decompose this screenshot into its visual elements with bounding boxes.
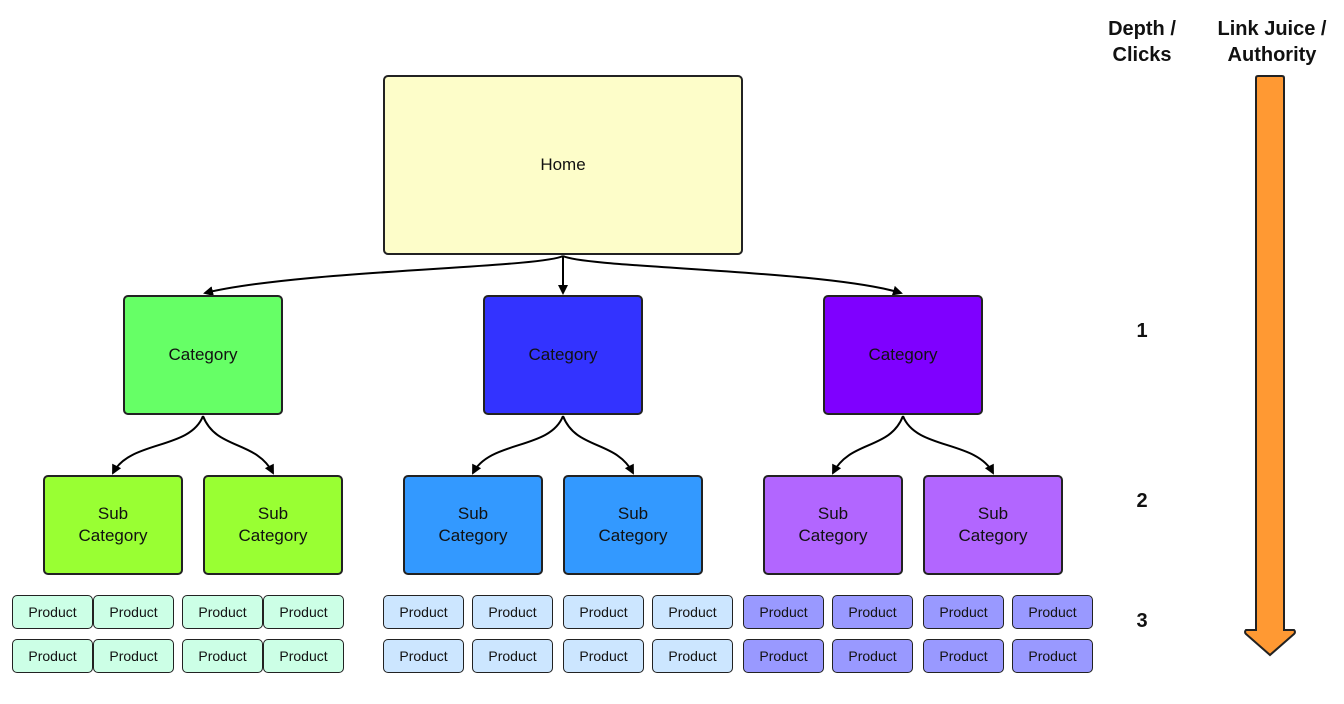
product-node: Product [472,595,553,629]
subcategory-label-line2: Category [798,526,868,545]
subcategory-label-line1: Sub [977,504,1009,523]
product-node: Product [923,639,1004,673]
product-node: Product [263,595,344,629]
juice-header-line1: Link Juice / [1217,18,1327,40]
product-node: Product [12,639,93,673]
depth-clicks-header: Depth / Clicks [1092,16,1192,68]
product-node: Product [383,639,464,673]
product-node: Product [743,639,824,673]
category-node: Category [123,295,283,415]
product-label: Product [198,648,247,664]
product-node: Product [182,639,263,673]
product-label: Product [579,604,628,620]
product-label: Product [28,604,77,620]
edge-home-category-3 [562,255,903,296]
product-label: Product [939,648,988,664]
product-node: Product [383,595,464,629]
edge-cat2-sub2 [562,415,634,475]
product-label: Product [399,648,448,664]
subcategory-label-line2: Category [438,526,508,545]
edge-cat1-sub1 [112,415,204,475]
edge-cat3-sub1 [832,415,904,475]
category-node: Category [823,295,983,415]
category-node: Category [483,295,643,415]
product-label: Product [1028,604,1077,620]
juice-header-line2: Authority [1227,44,1317,66]
product-node: Product [832,595,913,629]
product-label: Product [399,604,448,620]
link-juice-header: Link Juice / Authority [1206,16,1338,68]
product-node: Product [1012,595,1093,629]
category-label: Category [528,345,598,364]
product-node: Product [743,595,824,629]
product-label: Product [279,604,328,620]
product-label: Product [668,648,717,664]
product-label: Product [759,648,808,664]
product-node: Product [652,639,733,673]
product-node: Product [12,595,93,629]
product-label: Product [279,648,328,664]
product-label: Product [668,604,717,620]
product-node: Product [472,639,553,673]
subcategory-label-line1: Sub [817,504,849,523]
subcategory-label-line2: Category [958,526,1028,545]
product-node: Product [263,639,344,673]
product-node: Product [563,595,644,629]
product-node: Product [1012,639,1093,673]
product-node: Product [652,595,733,629]
product-node: Product [93,595,174,629]
product-label: Product [579,648,628,664]
product-label: Product [939,604,988,620]
subcategory-label-line1: Sub [97,504,129,523]
depth-level-2: 2 [1136,490,1148,512]
depth-header-line1: Depth / [1108,18,1176,40]
depth-level-1: 1 [1136,320,1148,342]
category-label: Category [168,345,238,364]
subcategory-label-line1: Sub [457,504,489,523]
product-label: Product [28,648,77,664]
product-label: Product [848,604,897,620]
product-label: Product [488,604,537,620]
category-label: Category [868,345,938,364]
depth-header-line2: Clicks [1112,44,1172,66]
product-label: Product [109,648,158,664]
product-node: Product [923,595,1004,629]
product-label: Product [759,604,808,620]
product-node: Product [563,639,644,673]
edge-cat1-sub2 [202,415,274,475]
subcategory-label-line2: Category [78,526,148,545]
link-juice-arrow [1244,75,1296,657]
edge-home-category-1 [203,255,564,296]
product-label: Product [198,604,247,620]
product-node: Product [182,595,263,629]
subcategory-label-line1: Sub [617,504,649,523]
product-label: Product [109,604,158,620]
subcategory-label-line1: Sub [257,504,289,523]
depth-level-3: 3 [1136,610,1148,632]
subcategory-label-line2: Category [238,526,308,545]
product-label: Product [848,648,897,664]
edge-cat2-sub1 [472,415,564,475]
product-node: Product [93,639,174,673]
product-node: Product [832,639,913,673]
home-label: Home [540,155,586,174]
home-node: Home [383,75,743,255]
subcategory-label-line2: Category [598,526,668,545]
product-label: Product [1028,648,1077,664]
product-label: Product [488,648,537,664]
edge-cat3-sub2 [902,415,994,475]
